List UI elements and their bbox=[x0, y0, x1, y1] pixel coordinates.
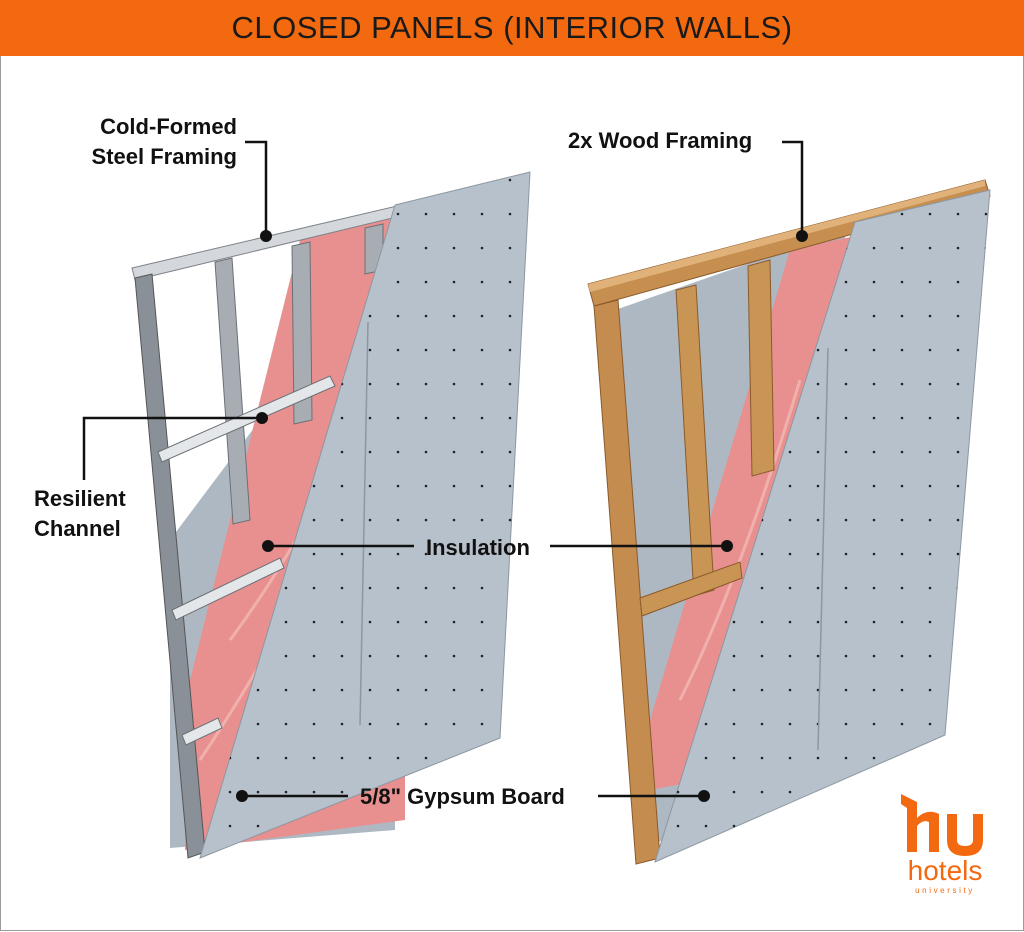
callout-lines bbox=[82, 140, 804, 798]
wood-blocking bbox=[639, 561, 743, 617]
logo-subtitle: university bbox=[915, 886, 975, 895]
hu-logo-mark bbox=[901, 794, 983, 856]
steel-wall-board-seam bbox=[359, 321, 369, 726]
resilient-channel-2 bbox=[171, 557, 285, 621]
hotels-university-logo: hotels university bbox=[895, 792, 1005, 907]
wood-top-plate-face bbox=[588, 180, 985, 292]
title-banner: CLOSED PANELS (INTERIOR WALLS) bbox=[0, 0, 1024, 56]
dot-insulation-left bbox=[262, 540, 274, 552]
label-insulation: Insulation bbox=[426, 535, 530, 560]
logo-word: hotels bbox=[907, 855, 983, 886]
label-gypsum-board: 5/8" Gypsum Board bbox=[360, 784, 565, 809]
wood-wall-board-seam bbox=[817, 347, 829, 751]
dot-resilient-channel bbox=[256, 412, 268, 424]
callout-steel-framing bbox=[245, 140, 268, 236]
steel-wall bbox=[131, 171, 531, 859]
dot-steel-framing bbox=[260, 230, 272, 242]
callout-dots bbox=[236, 230, 808, 802]
label-resilient-line2: Channel bbox=[34, 516, 121, 541]
resilient-channel-3 bbox=[181, 717, 223, 746]
callout-resilient-channel bbox=[82, 416, 262, 480]
label-resilient-line1: Resilient bbox=[34, 486, 126, 511]
dot-gypsum-right bbox=[698, 790, 710, 802]
dot-insulation-right bbox=[721, 540, 733, 552]
steel-stud-2 bbox=[291, 241, 313, 425]
label-steel-framing: Cold-Formed Steel Framing bbox=[40, 112, 237, 172]
steel-wall-screw-pattern bbox=[200, 172, 530, 858]
dot-gypsum-left bbox=[236, 790, 248, 802]
label-steel-framing-line2: Steel Framing bbox=[91, 144, 237, 169]
wood-stud-2 bbox=[747, 259, 775, 477]
label-steel-framing-line1: Cold-Formed bbox=[100, 114, 237, 139]
page-title: CLOSED PANELS (INTERIOR WALLS) bbox=[231, 10, 793, 45]
steel-stud-1 bbox=[214, 257, 251, 525]
label-wood-framing: 2x Wood Framing bbox=[568, 128, 753, 153]
dot-wood-framing bbox=[796, 230, 808, 242]
callout-wood-framing bbox=[782, 140, 804, 236]
label-resilient-channel: Resilient Channel bbox=[34, 484, 126, 544]
wood-wall bbox=[587, 179, 991, 865]
wood-stud-1 bbox=[675, 284, 715, 597]
wood-wall-screw-pattern bbox=[655, 190, 990, 862]
